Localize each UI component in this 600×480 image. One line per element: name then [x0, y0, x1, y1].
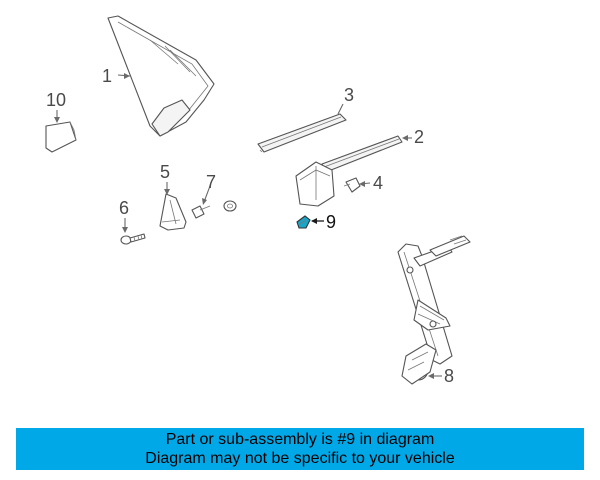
callout-3: 3 [344, 85, 354, 105]
part-9-fastener [296, 215, 324, 229]
part-5-bracket [159, 182, 187, 231]
part-6-screw [120, 218, 146, 245]
callout-9: 9 [326, 212, 336, 232]
callout-7: 7 [206, 172, 216, 192]
info-banner: Part or sub-assembly is #9 in diagram Di… [16, 428, 584, 470]
callout-6: 6 [119, 198, 129, 218]
callout-5: 5 [160, 162, 170, 182]
callout-2: 2 [414, 127, 424, 147]
part-7-bolt [191, 185, 237, 219]
banner-line-1: Part or sub-assembly is #9 in diagram [165, 431, 435, 448]
part-4-clip [343, 177, 371, 193]
callout-4: 4 [373, 173, 383, 193]
callout-10: 10 [46, 90, 66, 110]
callout-8: 8 [444, 366, 454, 386]
callout-1: 1 [102, 66, 112, 86]
part-8-regulator [397, 235, 471, 385]
parts-diagram: 1 10 3 2 4 9 [45, 15, 471, 386]
banner-line-2: Diagram may not be specific to your vehi… [145, 450, 455, 467]
part-1-window-glass [107, 15, 215, 137]
part-2-run-channel [295, 135, 412, 207]
part-3-channel [257, 103, 347, 153]
part-10-bumper [45, 110, 77, 153]
